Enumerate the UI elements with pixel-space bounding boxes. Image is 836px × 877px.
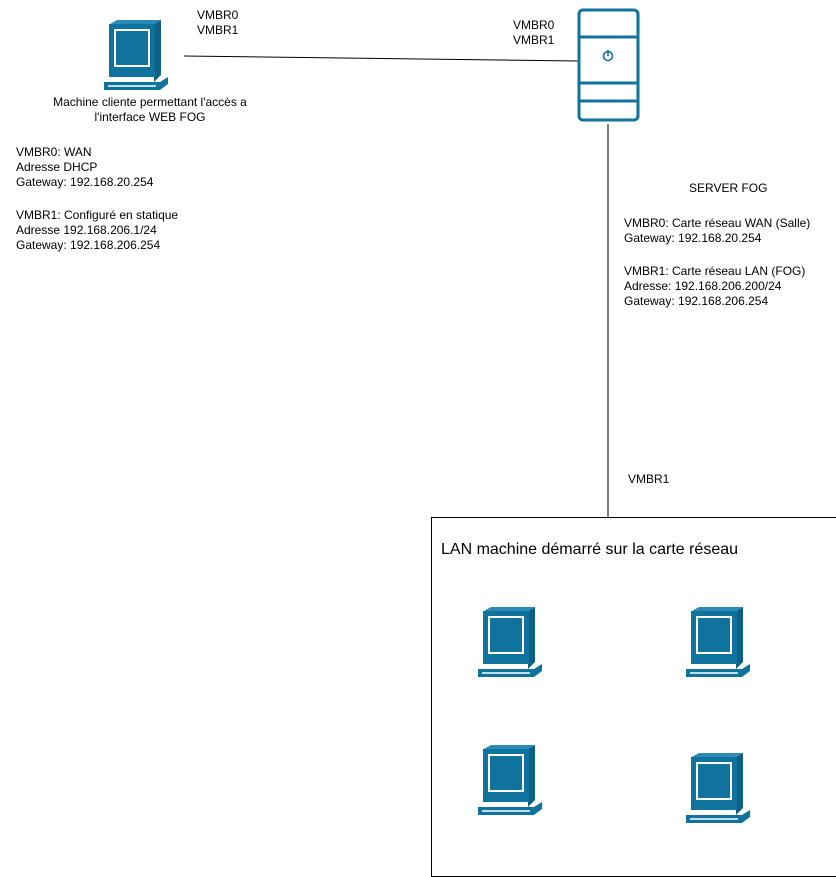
- client-wan-line: Gateway: 192.168.20.254: [16, 175, 154, 189]
- client-lan-line: Gateway: 192.168.206.254: [16, 238, 161, 252]
- client-caption-line2: l'interface WEB FOG: [94, 110, 206, 124]
- client-caption-line1: Machine cliente permettant l'accès a: [53, 95, 247, 109]
- link-client-server: [183, 55, 579, 62]
- server-vmbr0-label: VMBR0: [513, 18, 555, 32]
- server-wan-line: VMBR0: Carte réseau WAN (Salle): [624, 216, 811, 230]
- client-vmbr1-label: VMBR1: [197, 23, 239, 37]
- server-lan-line: Adresse: 192.168.206.200/24: [624, 279, 782, 293]
- client-computer-icon: [103, 19, 169, 91]
- server-lan-line: Gateway: 192.168.206.254: [624, 294, 769, 308]
- server-title: SERVER FOG: [689, 181, 768, 195]
- server-lan-link-label: VMBR1: [628, 472, 670, 486]
- client-wan-line: VMBR0: WAN: [16, 145, 92, 159]
- server-lan-line: VMBR1: Carte réseau LAN (FOG): [624, 264, 806, 278]
- lan-group-box: [431, 517, 836, 877]
- client-lan-line: VMBR1: Configuré en statique: [16, 208, 179, 222]
- lan-title: LAN machine démarré sur la carte réseau: [441, 541, 739, 558]
- client-lan-line: Adresse 192.168.206.1/24: [16, 223, 157, 237]
- client-wan-line: Adresse DHCP: [16, 160, 98, 174]
- server-icon: [577, 8, 640, 122]
- client-vmbr0-label: VMBR0: [197, 8, 239, 22]
- server-wan-line: Gateway: 192.168.20.254: [624, 231, 762, 245]
- server-vmbr1-label: VMBR1: [513, 33, 555, 47]
